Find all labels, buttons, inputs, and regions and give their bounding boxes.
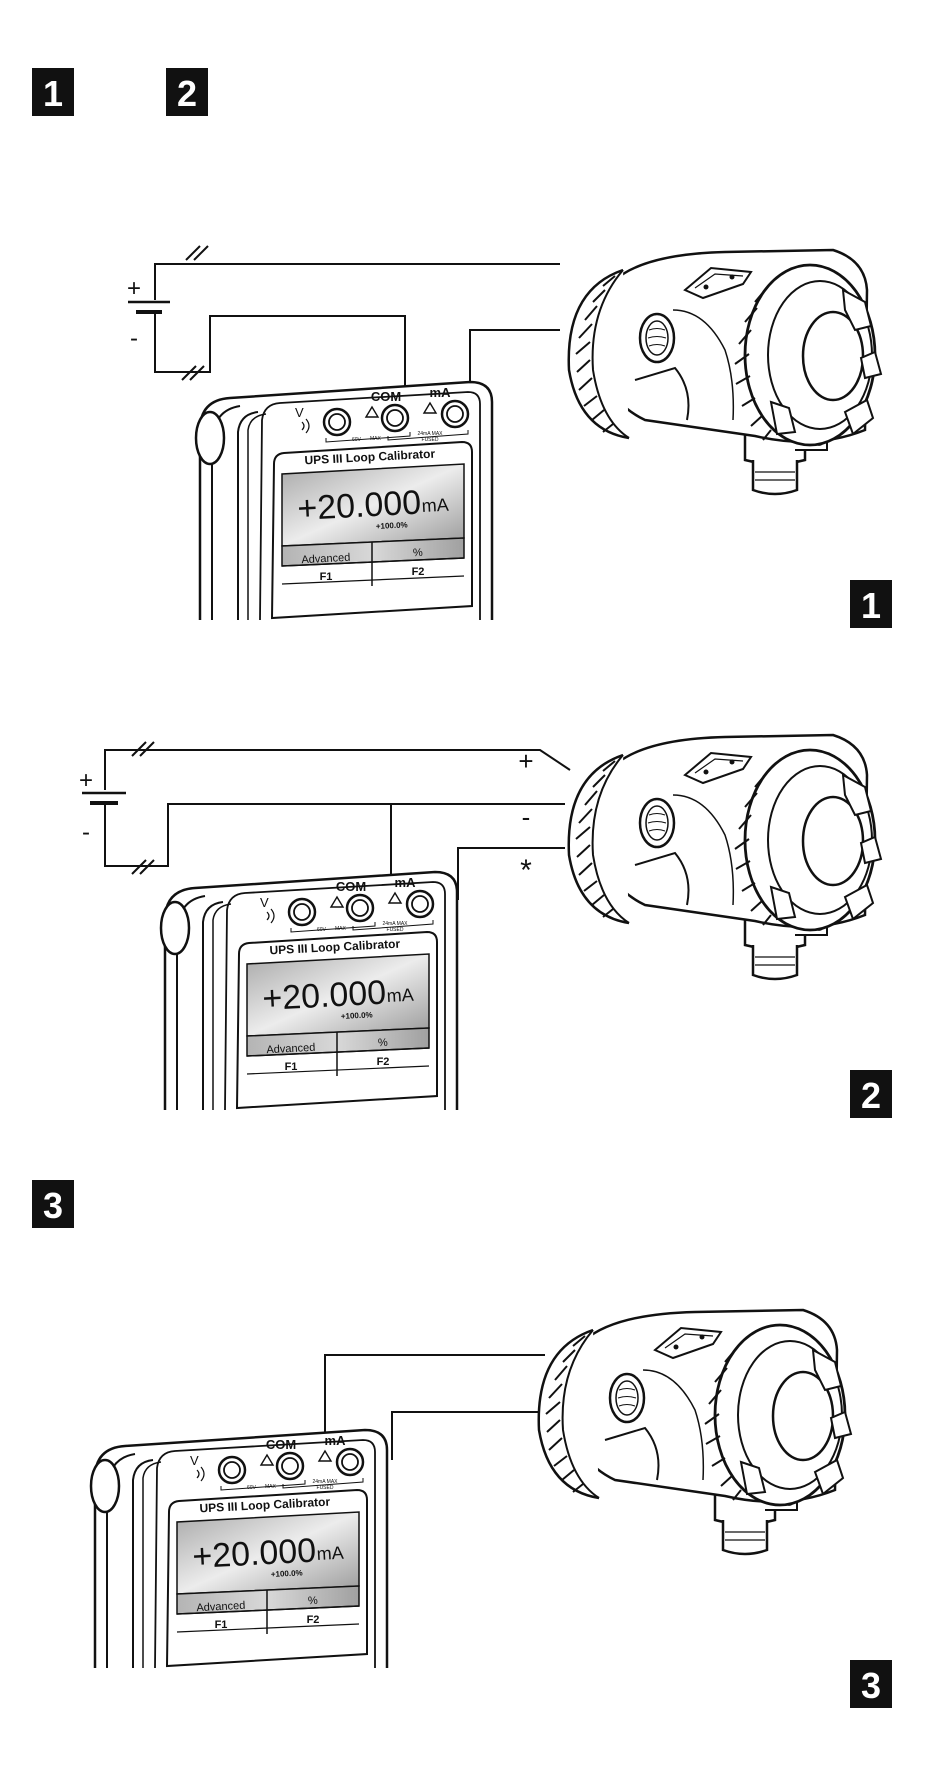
panel-1-softkey-advanced: Advanced <box>301 552 350 567</box>
panel-1-calibrator-name: UPS III Loop Calibrator <box>304 447 436 468</box>
panel-1-reading: +20.000 <box>296 484 422 528</box>
panel-3-v-label: V <box>190 1453 199 1468</box>
panel-3-f1: F1 <box>215 1619 228 1631</box>
step-badge-3-top: 3 <box>32 1180 74 1228</box>
panel-1-f2: F2 <box>412 566 425 578</box>
panel-1-v-rating: 60V <box>352 437 362 443</box>
panel-1-transmitter <box>567 248 883 496</box>
panel-2-supply-minus: - <box>82 819 90 846</box>
panel-3-unit: mA <box>316 1543 344 1564</box>
panel-2-percent: +100.0% <box>341 1010 373 1021</box>
panel-2-fused-label: FUSED <box>387 927 404 933</box>
step-badge-1-bottom: 1 <box>850 580 892 628</box>
panel-3-fused-label: FUSED <box>317 1485 334 1491</box>
panel-1-f1: F1 <box>320 571 333 583</box>
panel-3-max-label: MAX <box>265 1484 277 1490</box>
step-badge-1-top-label: 1 <box>43 73 63 114</box>
panel-1-ma-label: mA <box>430 385 452 400</box>
panel-1-ma-rating: 24mA MAX <box>417 431 443 437</box>
panel-2-calibrator-name: UPS III Loop Calibrator <box>269 937 401 958</box>
panel-1-com-label: COM <box>371 389 401 404</box>
panel-3-wiring <box>324 1354 545 1465</box>
panel-2-terminal-minus: - <box>522 802 531 832</box>
panel-3-v-rating: 60V <box>247 1485 257 1491</box>
panel-1-supply-wiring <box>128 245 560 412</box>
step-badge-2-top-label: 2 <box>177 73 197 114</box>
panel-2-unit: mA <box>386 985 414 1006</box>
panel-2-terminal-plus: + <box>518 746 533 776</box>
panel-2-supply-wiring <box>82 741 571 908</box>
panel-2-v-label: V <box>260 895 269 910</box>
panel-3-softkey-advanced: Advanced <box>196 1600 245 1615</box>
panel-3-softkey-percent: % <box>308 1595 319 1608</box>
panel-3-com-label: COM <box>266 1437 296 1452</box>
panel-2-softkey-percent: % <box>378 1037 389 1050</box>
step-badge-1-top: 1 <box>32 68 74 116</box>
panel-2-softkey-advanced: Advanced <box>266 1042 315 1057</box>
step-badge-2-bottom: 2 <box>850 1070 892 1118</box>
step-badge-1-bottom-label: 1 <box>861 585 881 626</box>
panel-2-calibrator: V COM mA 60V MAX 24mA MAX FUSED UPS III … <box>159 870 459 1112</box>
panel-2-max-label: MAX <box>335 926 347 932</box>
panel-1-softkey-percent: % <box>413 547 424 560</box>
panel-1-unit: mA <box>421 495 449 516</box>
panel-3: V COM mA 60V MAX 24mA MAX FUSED UPS III … <box>89 1308 892 1708</box>
panel-1-supply-plus: + <box>127 275 141 302</box>
step-badge-3-bottom: 3 <box>850 1660 892 1708</box>
panel-2-ma-rating: 24mA MAX <box>382 921 408 927</box>
panel-1-fused-label: FUSED <box>422 437 439 443</box>
panel-3-ma-label: mA <box>325 1433 347 1448</box>
step-badge-2-top: 2 <box>166 68 208 116</box>
panel-2: + - + - * V COM mA 60V MAX 24mA MAX FUSE… <box>79 733 892 1118</box>
step-badge-3-bottom-label: 3 <box>861 1665 881 1706</box>
panel-1-max-label: MAX <box>370 436 382 442</box>
panel-1-percent: +100.0% <box>376 520 408 531</box>
panel-2-reading: +20.000 <box>261 974 387 1018</box>
panel-2-com-label: COM <box>336 879 366 894</box>
panel-3-calibrator-name: UPS III Loop Calibrator <box>199 1495 331 1516</box>
panel-1-v-label: V <box>295 405 304 420</box>
panel-2-transmitter <box>567 733 883 981</box>
panel-2-ma-label: mA <box>395 875 417 890</box>
panel-2-supply-plus: + <box>79 767 93 794</box>
panel-3-reading: +20.000 <box>191 1532 317 1576</box>
panel-2-f2: F2 <box>377 1056 390 1068</box>
panel-3-percent: +100.0% <box>271 1568 303 1579</box>
panel-3-transmitter <box>537 1308 853 1556</box>
panel-2-v-rating: 60V <box>317 927 327 933</box>
panel-1-supply-minus: - <box>130 325 138 352</box>
panel-1-calibrator: V COM mA 60V MAX 24mA MAX FUSED UPS III … <box>194 380 494 622</box>
panel-1: + - V COM mA 60V MAX 24mA MAX FUSED UPS … <box>127 245 892 628</box>
panel-2-f1: F1 <box>285 1061 298 1073</box>
step-badge-3-top-label: 3 <box>43 1185 63 1226</box>
panel-2-terminal-test: * <box>520 854 532 887</box>
panel-3-ma-rating: 24mA MAX <box>312 1479 338 1485</box>
panel-3-f2: F2 <box>307 1614 320 1626</box>
step-badge-2-bottom-label: 2 <box>861 1075 881 1116</box>
panel-3-calibrator: V COM mA 60V MAX 24mA MAX FUSED UPS III … <box>89 1428 389 1670</box>
